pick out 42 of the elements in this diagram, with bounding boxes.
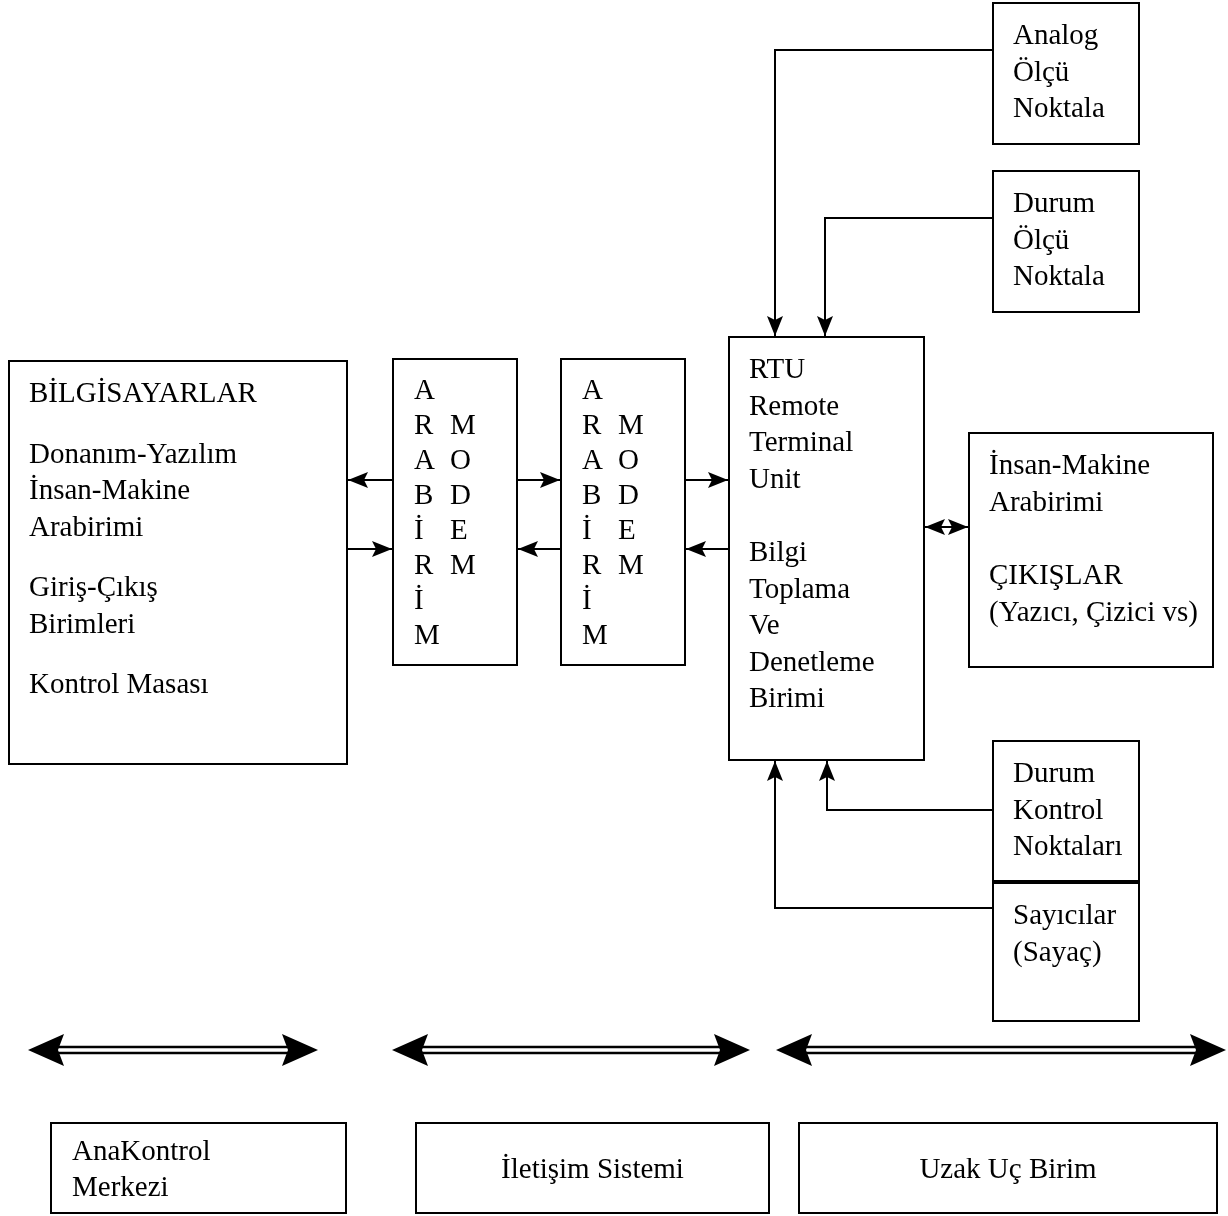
process-box bbox=[728, 336, 925, 761]
process-box bbox=[992, 882, 1140, 1022]
arrow bbox=[819, 760, 993, 811]
arrow bbox=[685, 472, 729, 488]
arrow bbox=[767, 49, 993, 337]
process-box bbox=[8, 360, 348, 765]
box-text: İnsan-Makine Arabirimi bbox=[989, 447, 1152, 519]
box-text: Bilgi Toplama Ve Denetleme Birimi bbox=[749, 534, 876, 715]
box-text: RTU Remote Terminal Unit bbox=[749, 351, 855, 496]
process-box bbox=[968, 432, 1214, 668]
box-text: Giriş-Çıkış Birimleri bbox=[29, 569, 159, 641]
vertical-label: ARABİRİM bbox=[582, 372, 609, 652]
vertical-label: MODEM bbox=[618, 407, 645, 582]
arrow bbox=[517, 541, 561, 557]
section-box bbox=[415, 1122, 770, 1214]
arrow bbox=[347, 472, 393, 488]
section-label: İletişim Sistemi bbox=[501, 1151, 684, 1186]
box-text: ÇIKIŞLAR (Yazıcı, Çizici vs) bbox=[989, 557, 1199, 629]
arrow bbox=[924, 519, 969, 535]
box-text: Sayıcılar (Sayaç) bbox=[1013, 897, 1118, 969]
arrow bbox=[685, 541, 729, 557]
process-box bbox=[992, 2, 1140, 145]
box-text: Donanım-Yazılım İnsan-Makine Arabirimi bbox=[29, 435, 239, 544]
box-heading: BİLGİSAYARLAR bbox=[29, 375, 258, 410]
arrow bbox=[347, 541, 393, 557]
section-box bbox=[798, 1122, 1218, 1214]
section-box bbox=[50, 1122, 347, 1214]
process-box bbox=[992, 170, 1140, 313]
section-label: Uzak Uç Birim bbox=[919, 1151, 1097, 1186]
arrow bbox=[767, 760, 993, 909]
process-box bbox=[992, 740, 1140, 882]
box-text: Durum Kontrol Noktaları bbox=[1013, 755, 1124, 863]
box-text: Kontrol Masası bbox=[29, 666, 210, 701]
box-text: Durum Ölçü Noktala bbox=[1013, 185, 1106, 293]
vertical-label: MODEM bbox=[450, 407, 477, 582]
modem-box bbox=[560, 358, 686, 666]
vertical-label: ARABİRİM bbox=[414, 372, 441, 652]
box-text: Analog Ölçü Noktala bbox=[1013, 17, 1106, 125]
modem-box bbox=[392, 358, 518, 666]
section-label: AnaKontrol Merkezi bbox=[72, 1133, 212, 1204]
arrow bbox=[817, 217, 993, 337]
arrow bbox=[517, 472, 561, 488]
